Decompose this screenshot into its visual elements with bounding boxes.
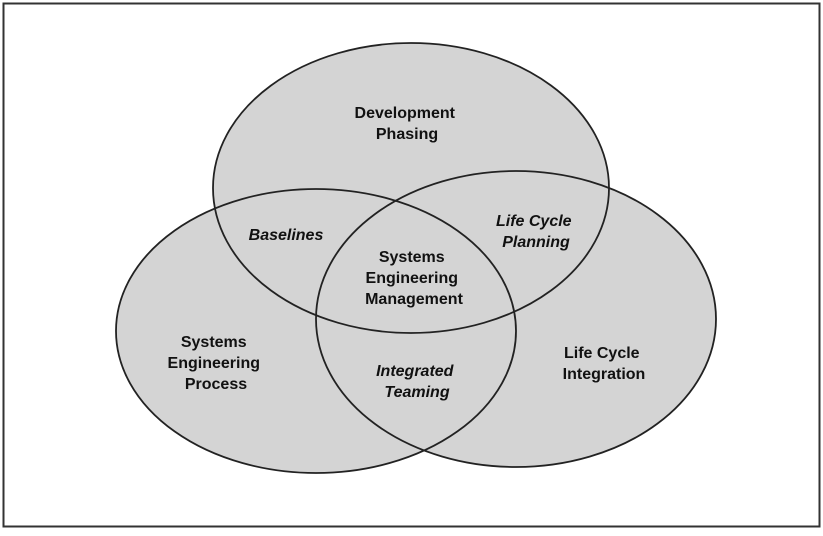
baselines-label: Baselines [249, 227, 324, 244]
development-phasing-ellipse [212, 42, 610, 334]
ellipse-outlines [115, 42, 717, 474]
development-phasing-label: Development Phasing [355, 105, 460, 143]
life-cycle-integration-ellipse [315, 170, 717, 468]
life-cycle-integration-label: Life Cycle Integration [563, 345, 646, 383]
integrated-teaming-label: Integrated Teaming [376, 363, 458, 401]
systems-engineering-management-label: Systems Engineering Management [365, 249, 463, 308]
systems-engineering-process-label: Systems Engineering Process [168, 334, 265, 393]
systems-engineering-process-ellipse [115, 188, 517, 474]
development-phasing-fill [213, 43, 609, 333]
life-cycle-planning-label: Life Cycle Planning [496, 213, 576, 251]
